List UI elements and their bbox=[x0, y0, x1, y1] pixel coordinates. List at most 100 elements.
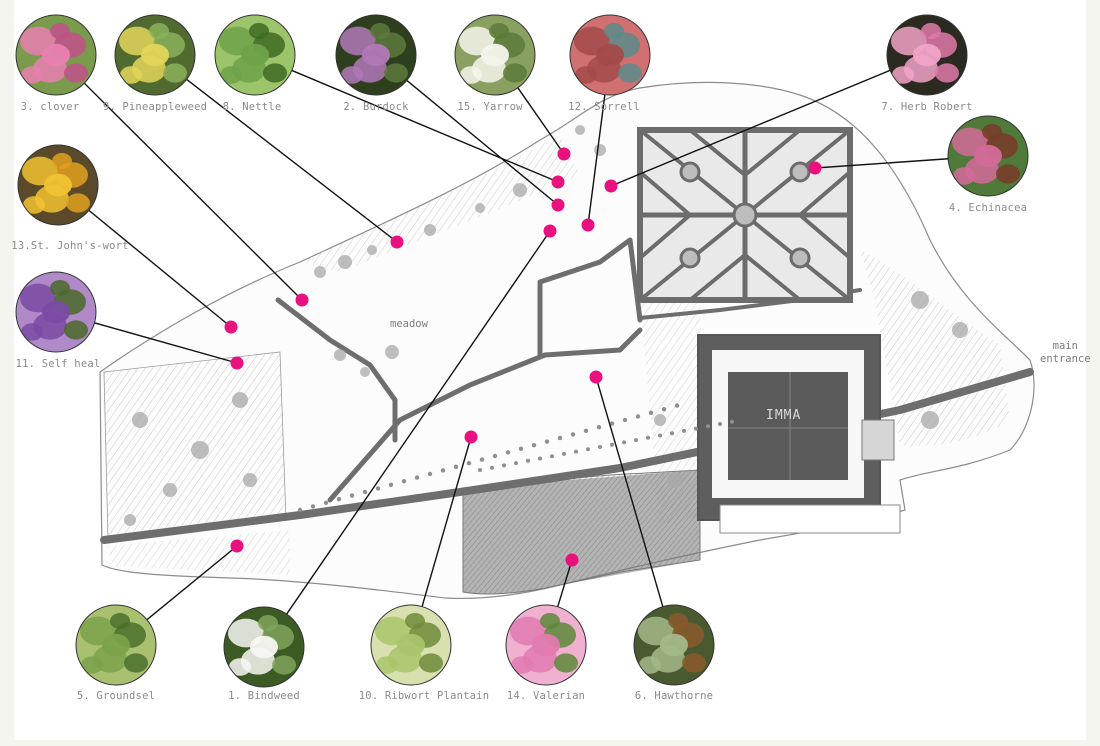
plant-marker[interactable] bbox=[224, 320, 238, 334]
leader-line bbox=[516, 85, 565, 155]
plant-label: 5. Groundsel bbox=[76, 690, 156, 702]
plant-label: 4. Echinacea bbox=[948, 202, 1028, 214]
plant-marker[interactable] bbox=[551, 175, 565, 189]
tree-dot bbox=[609, 421, 615, 426]
tree-dot bbox=[336, 497, 342, 502]
tree-dot bbox=[388, 482, 394, 487]
tree-dot bbox=[610, 442, 614, 447]
tree-dot bbox=[646, 435, 650, 440]
clover-photo[interactable] bbox=[15, 14, 97, 96]
tree-dot bbox=[718, 422, 722, 426]
tree-dot bbox=[518, 446, 524, 451]
plant-marker[interactable] bbox=[604, 179, 618, 193]
site-paths bbox=[100, 237, 1034, 544]
tree-dot bbox=[505, 450, 511, 455]
tree-dot bbox=[502, 463, 506, 468]
tree-dot bbox=[694, 426, 698, 431]
hawthorne-photo[interactable] bbox=[633, 604, 715, 686]
tree-dot bbox=[414, 475, 420, 480]
tree-dot bbox=[661, 407, 667, 412]
plant-marker[interactable] bbox=[390, 235, 404, 249]
tree-dot bbox=[538, 456, 542, 461]
leader-line bbox=[587, 92, 606, 226]
bindweed-photo[interactable] bbox=[223, 606, 305, 688]
formal-garden bbox=[637, 127, 853, 303]
leader-line bbox=[82, 81, 303, 301]
tree-dot bbox=[453, 464, 459, 469]
plant-marker[interactable] bbox=[581, 218, 595, 232]
leader-line bbox=[86, 208, 232, 328]
plant-label: 14. Valerian bbox=[506, 690, 586, 702]
plant-photos bbox=[15, 14, 1029, 688]
plant-marker[interactable] bbox=[230, 539, 244, 553]
echinacea-photo[interactable] bbox=[947, 115, 1029, 197]
tree-dot bbox=[570, 432, 576, 437]
tree-dot bbox=[634, 438, 638, 443]
plant-label: 10. Ribwort Plantain bbox=[358, 690, 490, 702]
tree-dot bbox=[658, 433, 662, 438]
plant-label: 11. Self heal bbox=[15, 358, 101, 370]
entrance-label-line-1: main bbox=[1052, 340, 1078, 352]
meadow-label: meadow bbox=[390, 318, 428, 330]
plant-marker[interactable] bbox=[565, 553, 579, 567]
self-heal-photo[interactable] bbox=[15, 271, 97, 353]
plant-label: 15. Yarrow bbox=[457, 101, 523, 113]
plant-markers bbox=[224, 147, 822, 567]
tree-dot bbox=[323, 500, 329, 505]
herb-robert-photo[interactable] bbox=[886, 14, 968, 96]
plant-marker[interactable] bbox=[557, 147, 571, 161]
tree-dot bbox=[440, 468, 446, 473]
plant-marker[interactable] bbox=[230, 356, 244, 370]
tree-dot bbox=[544, 439, 550, 444]
plant-marker[interactable] bbox=[808, 161, 822, 175]
tree-dot bbox=[349, 493, 355, 498]
tree-dot bbox=[648, 410, 654, 415]
nettle-photo[interactable] bbox=[214, 14, 296, 96]
tree-dot bbox=[427, 471, 433, 477]
leader-line bbox=[556, 559, 573, 609]
valerian-photo[interactable] bbox=[505, 604, 587, 686]
tree-dot bbox=[478, 468, 482, 472]
tree-dot bbox=[586, 447, 590, 452]
ribwort-plantain-photo[interactable] bbox=[370, 604, 452, 686]
st-johns-wort-photo[interactable] bbox=[17, 144, 99, 226]
imma-building bbox=[697, 334, 901, 534]
plant-marker[interactable] bbox=[543, 224, 557, 238]
plant-marker[interactable] bbox=[551, 198, 565, 212]
entrance-label-line-2: entrance bbox=[1040, 353, 1091, 365]
tree-dot bbox=[531, 443, 537, 448]
leader-line bbox=[184, 77, 398, 243]
plant-label: 9. Pineappleweed bbox=[102, 101, 208, 113]
tree-dot bbox=[682, 428, 686, 433]
leader-lines bbox=[82, 68, 951, 622]
plant-label: 1. Bindweed bbox=[228, 690, 300, 702]
tree-dot bbox=[514, 461, 518, 466]
plant-marker[interactable] bbox=[589, 370, 603, 384]
building-label: IMMA bbox=[766, 408, 802, 423]
tree-dot bbox=[670, 431, 674, 436]
plant-marker[interactable] bbox=[464, 430, 478, 444]
leader-line bbox=[289, 69, 559, 183]
leader-line bbox=[814, 157, 951, 169]
tree-dot bbox=[466, 461, 472, 466]
tree-dot bbox=[598, 445, 602, 449]
tree-dot bbox=[635, 414, 641, 419]
tree-dot bbox=[362, 489, 368, 495]
yarrow-photo[interactable] bbox=[454, 14, 536, 96]
burdock-photo[interactable] bbox=[335, 14, 417, 96]
tree-dot bbox=[310, 504, 316, 509]
tree-dot bbox=[375, 486, 381, 491]
tree-dot bbox=[401, 479, 407, 484]
sorrell-photo[interactable] bbox=[569, 14, 651, 96]
tree-dot bbox=[557, 435, 563, 441]
groundsel-photo[interactable] bbox=[75, 604, 157, 686]
plant-marker[interactable] bbox=[295, 293, 309, 307]
plant-label: 13.St. John's-wort bbox=[11, 240, 129, 252]
plant-label: 7. Herb Robert bbox=[881, 101, 973, 113]
plant-label: 6. Hawthorne bbox=[634, 690, 714, 702]
tree-clumps bbox=[124, 125, 968, 526]
plant-label: 2. Burdock bbox=[343, 101, 409, 113]
leader-line bbox=[284, 230, 551, 617]
pineappleweed-photo[interactable] bbox=[114, 14, 196, 96]
